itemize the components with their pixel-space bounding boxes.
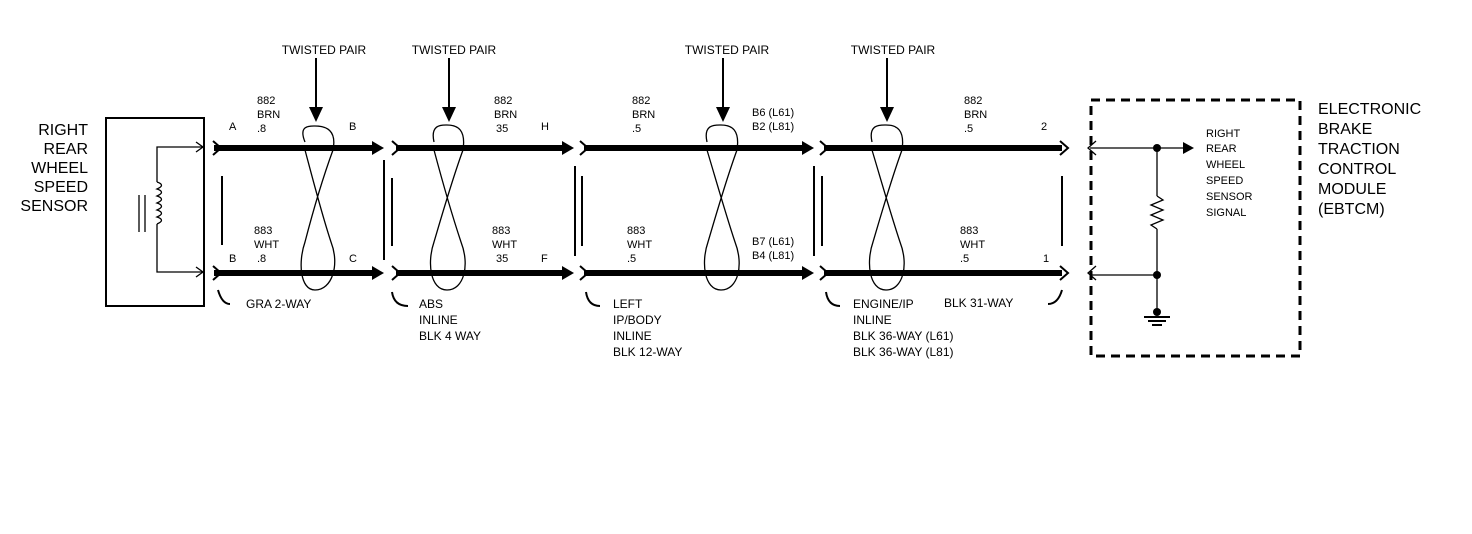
wire-color: BRN	[964, 109, 987, 121]
wire-circuit-number: 883	[627, 225, 645, 237]
module-internal-circuit	[1087, 140, 1194, 326]
connector-arrows	[212, 140, 1070, 281]
signal-label-line: SENSOR	[1206, 191, 1253, 203]
connector-label: GRA 2-WAY	[246, 297, 311, 311]
wire-circuit-number: 883	[254, 225, 272, 237]
sensor-label-line: REAR	[44, 141, 88, 158]
pin-label: 1	[1043, 253, 1049, 265]
wire-circuit-number: 882	[257, 95, 275, 107]
twisted-pair-4	[868, 58, 905, 291]
pin-label: B	[229, 253, 236, 265]
wire-color: WHT	[627, 239, 652, 251]
pin-label: A	[229, 121, 237, 133]
wire-gauge: .5	[632, 123, 641, 135]
module-label-line: CONTROL	[1318, 161, 1396, 178]
wire-color: BRN	[494, 109, 517, 121]
twisted-pair-label: TWISTED PAIR	[282, 43, 367, 57]
wire-circuit-number: 883	[492, 225, 510, 237]
wire-labels: 882 BRN .8 883 WHT .8 882 BRN 35 883 WHT…	[254, 95, 987, 265]
wire-gauge: 35	[496, 123, 508, 135]
connector-label: BLK 31-WAY	[944, 296, 1013, 310]
sensor-label: RIGHT REAR WHEEL SPEED SENSOR	[20, 122, 88, 215]
pin-label: B4 (L81)	[752, 250, 794, 262]
pin-label: H	[541, 121, 549, 133]
connector-label: LEFT	[613, 297, 643, 311]
connector-label: INLINE	[853, 313, 892, 327]
wire-color: WHT	[960, 239, 985, 251]
connector-labels: GRA 2-WAY ABS INLINE BLK 4 WAY LEFT IP/B…	[246, 296, 1013, 359]
signal-label-line: SIGNAL	[1206, 207, 1246, 219]
module-label-line: (EBTCM)	[1318, 201, 1385, 218]
sensor-label-line: RIGHT	[38, 122, 88, 139]
pin-labels: A B B C H F B6 (L61) B2 (L81) B7 (L61) B…	[229, 107, 1049, 265]
pin-label: B2 (L81)	[752, 121, 794, 133]
wire-circuit-number: 882	[964, 95, 982, 107]
wire-color: BRN	[257, 109, 280, 121]
twisted-pair-labels: TWISTED PAIR TWISTED PAIR TWISTED PAIR T…	[282, 43, 936, 57]
connector-label: BLK 36-WAY (L61)	[853, 329, 954, 343]
sensor-label-line: SENSOR	[20, 198, 88, 215]
wire-gauge: .8	[257, 123, 266, 135]
sensor-box	[105, 117, 205, 307]
pin-label: F	[541, 253, 548, 265]
connector-brackets	[217, 160, 1063, 307]
signal-label: RIGHT REAR WHEEL SPEED SENSOR SIGNAL	[1206, 128, 1253, 219]
wire-gauge: .5	[960, 253, 969, 265]
connector-label: INLINE	[613, 329, 652, 343]
wire-color: WHT	[254, 239, 279, 251]
signal-label-line: RIGHT	[1206, 128, 1241, 140]
twisted-pair-label: TWISTED PAIR	[851, 43, 936, 57]
module-label-line: MODULE	[1318, 181, 1386, 198]
pin-label: C	[349, 253, 357, 265]
connector-label: BLK 4 WAY	[419, 329, 481, 343]
wire-gauge: .8	[257, 253, 266, 265]
signal-label-line: WHEEL	[1206, 159, 1245, 171]
module-label-line: TRACTION	[1318, 141, 1400, 158]
wire-gauge: .5	[627, 253, 636, 265]
wire-circuit-number: 882	[632, 95, 650, 107]
wire-gauge: .5	[964, 123, 973, 135]
connector-label: ENGINE/IP	[853, 297, 914, 311]
wire-circuit-number: 882	[494, 95, 512, 107]
sensor-label-line: WHEEL	[31, 160, 88, 177]
sensor-label-line: SPEED	[34, 179, 88, 196]
connector-label: BLK 12-WAY	[613, 345, 682, 359]
module-box	[1089, 98, 1302, 358]
pin-label: B6 (L61)	[752, 107, 794, 119]
connector-label: BLK 36-WAY (L81)	[853, 345, 954, 359]
connector-label: ABS	[419, 297, 443, 311]
pin-label: B7 (L61)	[752, 236, 794, 248]
twisted-pair-label: TWISTED PAIR	[685, 43, 770, 57]
module-label-line: BRAKE	[1318, 121, 1372, 138]
wire-color: WHT	[492, 239, 517, 251]
wire-gauge: 35	[496, 253, 508, 265]
wire-circuit-number: 883	[960, 225, 978, 237]
module-label-line: ELECTRONIC	[1318, 101, 1421, 118]
signal-label-line: SPEED	[1206, 175, 1243, 187]
wire-color: BRN	[632, 109, 655, 121]
signal-label-line: REAR	[1206, 143, 1237, 155]
pin-label: B	[349, 121, 356, 133]
pin-label: 2	[1041, 121, 1047, 133]
twisted-pair-label: TWISTED PAIR	[412, 43, 497, 57]
module-label: ELECTRONIC BRAKE TRACTION CONTROL MODULE…	[1318, 101, 1421, 218]
connector-label: IP/BODY	[613, 313, 662, 327]
twisted-pair-1	[300, 58, 336, 291]
wire-segments	[214, 145, 1062, 276]
twisted-pair-3	[703, 58, 740, 291]
twisted-pair-2	[429, 58, 466, 291]
connector-label: INLINE	[419, 313, 458, 327]
sensor-coil-symbol	[138, 141, 205, 278]
